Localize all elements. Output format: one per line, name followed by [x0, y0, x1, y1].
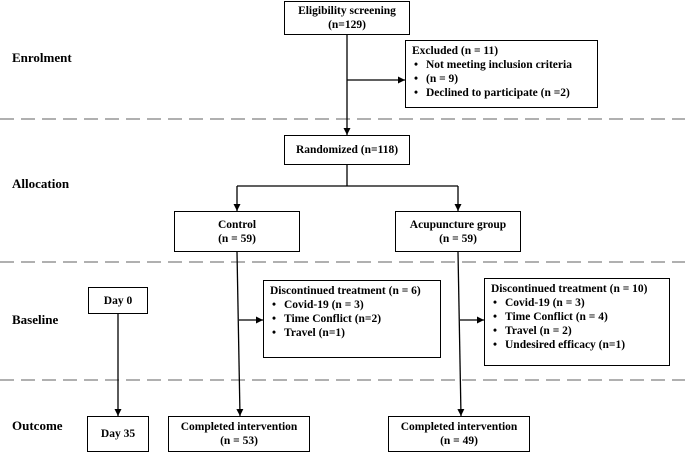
day35-box: Day 35 — [87, 416, 149, 452]
day0-box: Day 0 — [88, 287, 148, 314]
acupuncture-completed-box: Completed intervention (n = 49) — [388, 416, 530, 452]
day0-label: Day 0 — [103, 294, 133, 307]
randomized-box: Randomized (n=118) — [284, 135, 410, 165]
control-discontinued-box: Discontinued treatment (n = 6) Covid-19 … — [263, 280, 441, 358]
acupuncture-discontinued-item: Time Conflict (n = 4) — [491, 310, 663, 324]
stage-enrolment: Enrolment — [12, 50, 72, 65]
control-completed-box: Completed intervention (n = 53) — [168, 416, 310, 452]
control-completed-title: Completed intervention — [180, 421, 298, 433]
excluded-box: Excluded (n = 11) Not meeting inclusion … — [405, 40, 598, 108]
eligibility-title: Eligibility screening — [298, 5, 396, 17]
acupuncture-discontinued-title: Discontinued treatment (n = 10) — [491, 283, 648, 295]
excluded-list: Not meeting inclusion criteria (n = 9) D… — [412, 58, 591, 100]
acupuncture-completed-title: Completed intervention — [400, 421, 518, 433]
excluded-item: Declined to participate (n =2) — [412, 86, 591, 100]
arrow-acupuncture-completed — [457, 251, 465, 417]
acupuncture-completed-count: (n = 49) — [440, 435, 478, 447]
control-box: Control (n = 59) — [174, 211, 300, 252]
eligibility-box: Eligibility screening (n=129) — [284, 1, 410, 35]
acupuncture-title: Acupuncture group — [409, 218, 507, 231]
acupuncture-discontinued-list: Covid-19 (n = 3) Time Conflict (n = 4) T… — [491, 296, 663, 352]
acupuncture-box: Acupuncture group (n = 59) — [395, 211, 521, 252]
excluded-item: (n = 9) — [412, 72, 591, 86]
randomized-title: Randomized (n=118) — [295, 144, 399, 156]
arrow-control-completed — [236, 251, 244, 417]
acupuncture-discontinued-item: Undesired efficacy (n=1) — [491, 338, 663, 352]
stage-allocation: Allocation — [12, 176, 70, 191]
excluded-item: Not meeting inclusion criteria — [412, 58, 591, 72]
eligibility-count: (n=129) — [328, 19, 366, 31]
control-title: Control — [217, 218, 257, 231]
acupuncture-count: (n = 59) — [439, 232, 477, 245]
acupuncture-discontinued-item: Covid-19 (n = 3) — [491, 296, 663, 310]
stage-outcome: Outcome — [12, 418, 63, 433]
day35-label: Day 35 — [100, 428, 136, 440]
control-discontinued-item: Covid-19 (n = 3) — [270, 298, 434, 312]
control-discontinued-list: Covid-19 (n = 3) Time Conflict (n=2) Tra… — [270, 298, 434, 340]
control-count: (n = 59) — [218, 232, 256, 245]
control-discontinued-item: Time Conflict (n=2) — [270, 312, 434, 326]
control-completed-count: (n = 53) — [220, 435, 258, 447]
stage-baseline: Baseline — [12, 312, 59, 327]
stage-separators — [0, 118, 685, 381]
acupuncture-discontinued-item: Travel (n = 2) — [491, 324, 663, 338]
control-discontinued-title: Discontinued treatment (n = 6) — [270, 285, 421, 297]
acupuncture-discontinued-box: Discontinued treatment (n = 10) Covid-19… — [484, 278, 670, 366]
excluded-title: Excluded (n = 11) — [412, 45, 499, 57]
control-discontinued-item: Travel (n=1) — [270, 326, 434, 340]
